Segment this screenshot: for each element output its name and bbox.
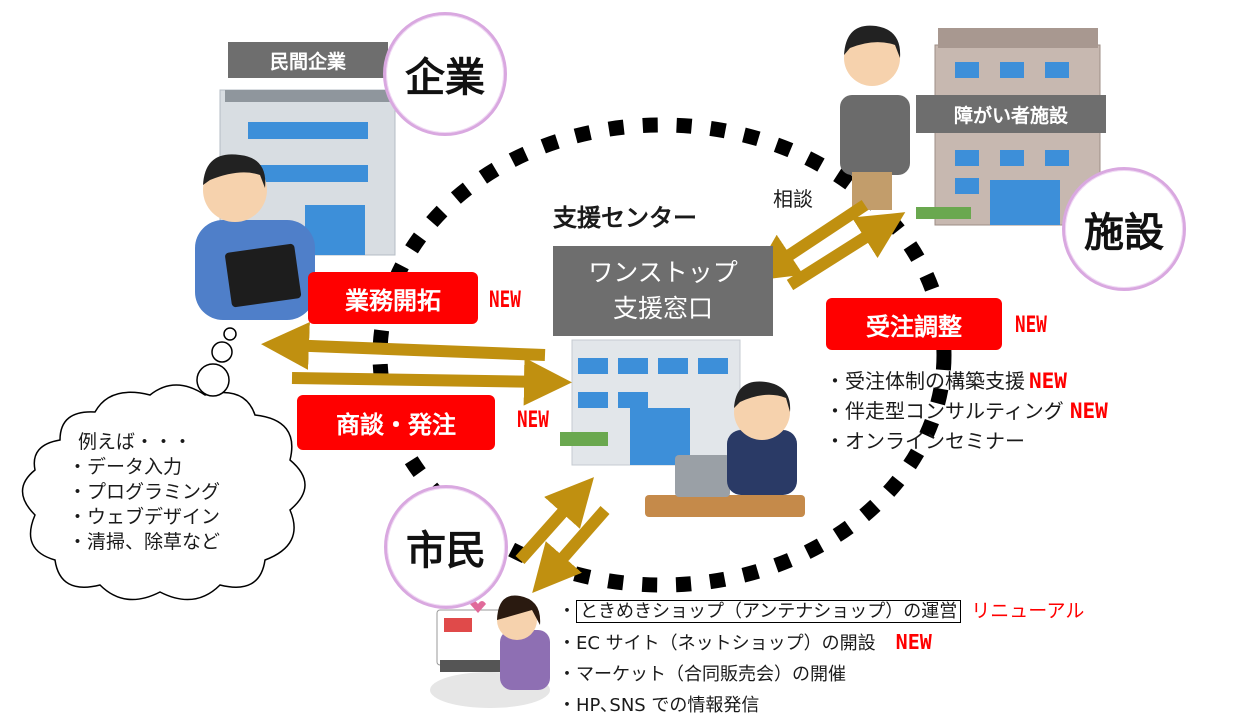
flow-circle — [372, 117, 952, 593]
thought-cloud — [21, 327, 306, 601]
list-item: ・オンラインセミナー — [825, 429, 1025, 453]
cloud-line: ・清掃、除草など — [68, 531, 221, 553]
new-tag: NEW — [1029, 369, 1067, 393]
one-stop-window-box: ワンストップ 支援窓口 — [553, 246, 773, 336]
center-staff-illustration — [645, 381, 805, 517]
arrow-citizen-to-center — [515, 477, 594, 564]
company-sub-label: 民間企業 — [228, 42, 388, 78]
citizen-service-list: ・ときめきショップ（アンテナショップ）の運営リニューアル ・EC サイト（ネット… — [558, 596, 1084, 721]
facility-sub-label: 障がい者施設 — [916, 95, 1106, 133]
list-item: ・ときめきショップ（アンテナショップ）の運営リニューアル — [558, 600, 1085, 623]
renewal-tag: リニューアル — [971, 600, 1085, 622]
company-worker-illustration — [195, 154, 315, 320]
order-adjust-new-tag: NEW — [1015, 313, 1047, 338]
citizen-illustration — [430, 595, 550, 708]
antenna-shop-item: ときめきショップ（アンテナショップ）の運営 — [576, 600, 962, 623]
cloud-line: ・ウェブデザイン — [68, 506, 221, 528]
arrows — [261, 199, 906, 594]
order-adjust-box: 受注調整 — [826, 298, 1002, 350]
facility-circle-label: 施設 — [1062, 167, 1186, 291]
cloud-line: ・プログラミング — [68, 481, 221, 503]
negotiation-box: 商談・発注 — [297, 395, 495, 450]
center-building-illustration — [560, 339, 741, 466]
list-item: ・HP､SNS での情報発信 — [558, 695, 760, 716]
cloud-example-list: 例えば・・・ ・データ入力 ・プログラミング ・ウェブデザイン ・清掃、除草など — [68, 430, 220, 555]
business-dev-box: 業務開拓 — [308, 272, 478, 324]
cloud-line: 例えば・・・ — [78, 431, 193, 453]
company-circle-label: 企業 — [383, 12, 507, 136]
arrow-facility-to-center — [749, 199, 869, 282]
list-item: ・マーケット（合同販売会）の開催 — [558, 664, 846, 685]
arrow-company-to-center — [291, 357, 572, 406]
new-tag: NEW — [1069, 399, 1108, 423]
facility-staff-illustration — [840, 25, 910, 210]
center-title: 支援センター — [553, 204, 697, 232]
center-box-line1: ワンストップ — [588, 258, 738, 287]
business-dev-new-tag: NEW — [489, 288, 521, 313]
consult-label: 相談 — [773, 187, 813, 211]
cloud-line: ・データ入力 — [68, 456, 183, 478]
center-box-line2: 支援窓口 — [612, 294, 713, 323]
arrow-center-to-facility — [786, 212, 906, 291]
arrow-center-to-citizen — [532, 506, 610, 594]
negotiation-new-tag: NEW — [517, 408, 549, 433]
new-tag: NEW — [895, 630, 932, 654]
arrow-center-to-company — [261, 321, 546, 370]
citizen-circle-label: 市民 — [384, 485, 508, 609]
